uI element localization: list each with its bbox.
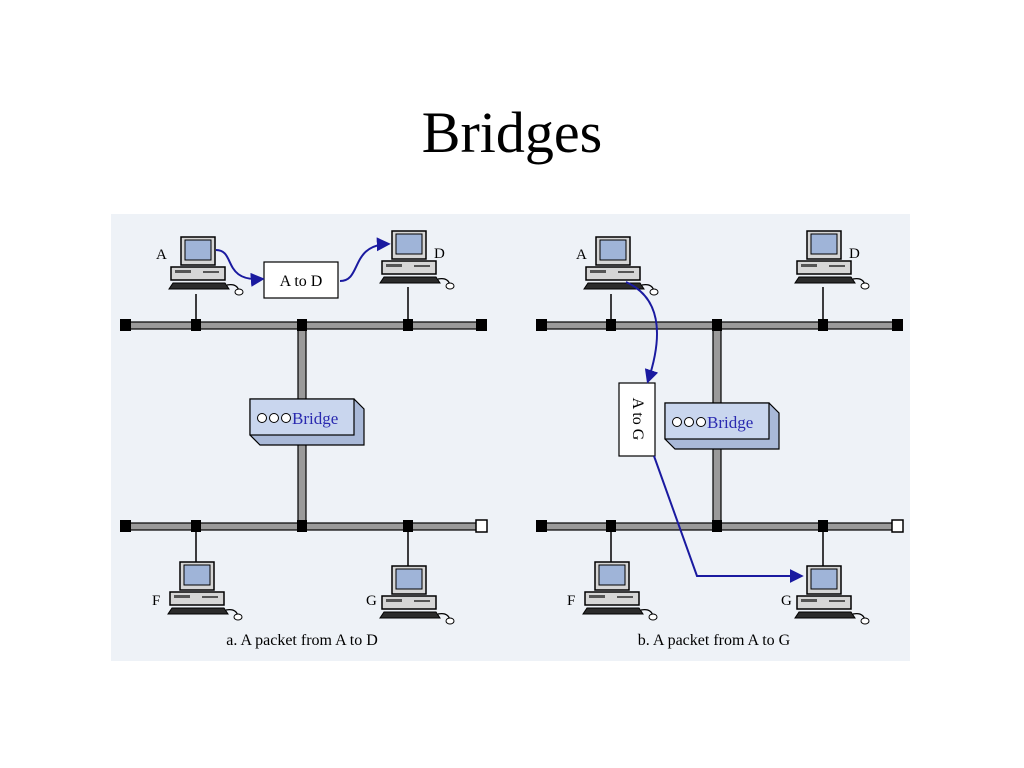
packet-label-b: A to G <box>629 398 646 441</box>
computer-a-icon <box>583 236 659 296</box>
station-label-d: D <box>849 246 860 262</box>
computer-g-icon <box>379 565 455 625</box>
computer-f-icon <box>582 561 658 621</box>
station-label-f: F <box>567 593 575 609</box>
station-label-g: G <box>781 593 792 609</box>
station-label-a: A <box>576 247 587 263</box>
packet-box-a <box>263 261 339 299</box>
bridge-label-b: Bridge <box>707 413 753 432</box>
station-label-d: D <box>434 246 445 262</box>
caption-b: b. A packet from A to G <box>638 632 791 649</box>
slide-title: Bridges <box>421 100 603 165</box>
computer-f-icon <box>167 561 243 621</box>
station-label-f: F <box>152 593 160 609</box>
arrow-packet-to-d <box>339 237 391 282</box>
packet-label-a: A to D <box>280 273 323 290</box>
arrow-packet-to-g <box>653 455 804 583</box>
computer-g-icon <box>794 565 870 625</box>
arrow-a-to-packet <box>625 281 659 384</box>
bridge-a: Bridge <box>249 398 365 446</box>
station-label-g: G <box>366 593 377 609</box>
diagram-a: A D F G Bridge A to D a. A packet from A… <box>120 230 488 649</box>
bridge-b: Bridge <box>664 402 780 450</box>
arrow-a-to-packet <box>215 249 265 287</box>
station-label-a: A <box>156 247 167 263</box>
caption-a: a. A packet from A to D <box>226 632 378 649</box>
bridge-label-a: Bridge <box>292 409 338 428</box>
packet-box-b <box>618 382 656 457</box>
diagram-b: A D F G Bridge A to G b. A packet from A… <box>536 230 904 649</box>
